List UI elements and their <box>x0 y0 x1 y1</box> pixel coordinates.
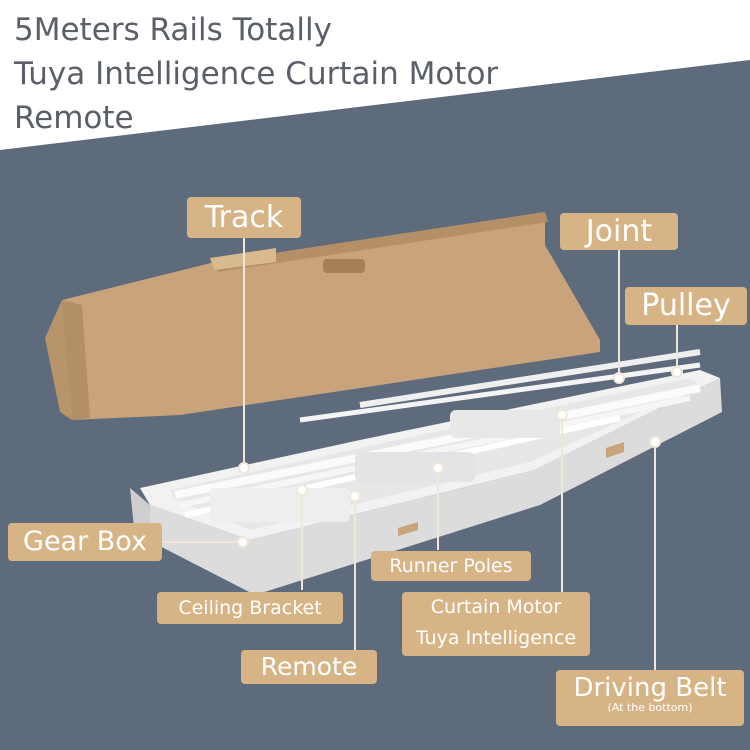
motor-pack <box>450 410 560 438</box>
rail <box>359 349 701 408</box>
label-remote: Remote <box>241 650 377 684</box>
background-white-wedge <box>0 0 750 150</box>
rail <box>179 395 691 508</box>
box-handle-slot <box>323 259 365 273</box>
label-joint: Joint <box>560 213 678 250</box>
label-runner-poles: Runner Poles <box>371 551 531 581</box>
runner-pile <box>355 452 475 482</box>
label-track: Track <box>187 197 301 238</box>
leader-dot-ceiling-bracket <box>296 484 308 496</box>
leader-dot-runner-poles <box>432 462 444 474</box>
label-driving-belt-text: Driving Belt <box>573 673 727 703</box>
box-base-front <box>148 378 722 595</box>
rail <box>174 384 701 499</box>
label-gear-box: Gear Box <box>8 523 162 561</box>
box-lid-flap-left <box>45 300 72 420</box>
title-line-1: 5Meters Rails Totally <box>14 12 332 48</box>
label-curtain-motor-line2: Tuya Intelligence <box>415 627 577 649</box>
title-line-3: Remote <box>14 100 134 136</box>
label-ceiling-bracket: Ceiling Bracket <box>157 592 343 624</box>
box-tab <box>606 442 624 458</box>
leader-dot-remote <box>349 490 361 502</box>
label-driving-belt-note: (At the bottom) <box>607 701 693 714</box>
label-curtain-motor: Curtain Motor Tuya Intelligence <box>402 592 590 656</box>
leader-dot-track <box>238 462 250 474</box>
box-lid-inside <box>62 212 600 420</box>
label-pulley: Pulley <box>625 287 747 325</box>
rail <box>299 362 701 423</box>
box-lid-shadow <box>62 300 90 420</box>
box-lid-front-edge <box>215 212 548 272</box>
box-tab <box>398 522 418 536</box>
leader-dot-curtain-motor <box>556 409 568 421</box>
leader-dot-gear-box <box>237 536 249 548</box>
label-driving-belt: Driving Belt (At the bottom) <box>556 670 744 726</box>
title-line-2: Tuya Intelligence Curtain Motor <box>14 56 499 92</box>
label-curtain-motor-line1: Curtain Motor <box>430 596 562 618</box>
parts-tray <box>210 488 350 522</box>
leader-dot-joint <box>613 372 625 384</box>
leader-dot-driving-belt <box>649 436 661 448</box>
leader-dot-pulley <box>671 366 683 378</box>
